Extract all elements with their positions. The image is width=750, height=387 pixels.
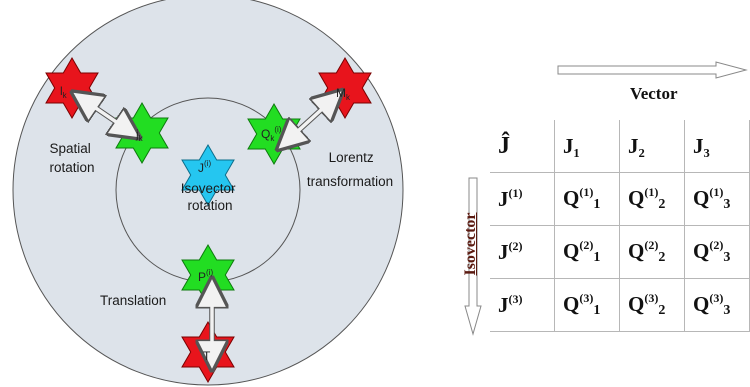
transformation-diagram: lk Mk jk Qk(i) J(i) P(i) T Spatial rotat…	[12, 0, 404, 386]
isovector-label: Isovector	[462, 212, 479, 276]
matrix-row: J(3) Q(3)1 Q(3)2 Q(3)3	[490, 278, 750, 332]
translation-label: Translation	[100, 293, 166, 308]
arrow-lk-jk-fill	[83, 98, 129, 132]
star-jk-label: jk	[135, 127, 144, 143]
matrix-cell: Q(2)3	[684, 225, 750, 279]
matrix-cell: Q(1)2	[619, 172, 685, 226]
isovector-arrow	[464, 177, 482, 336]
star-qk-label: Qk(i)	[261, 125, 282, 143]
matrix-row-label: J(3)	[490, 278, 555, 332]
matrix-row: J(2) Q(2)1 Q(2)2 Q(2)3	[490, 225, 750, 279]
isovector-vector-matrix: Ĵ J₁ J₂ J₃ J(1) Q(1)1 Q(1)2 Q(1)3 J(2) Q…	[490, 120, 750, 332]
matrix-cell: Q(3)2	[619, 278, 685, 332]
arrow-mk-qk-fill	[286, 98, 334, 142]
matrix-row: J(1) Q(1)1 Q(1)2 Q(1)3	[490, 172, 750, 226]
matrix-row-label: J(1)	[490, 172, 555, 226]
matrix-cell: Q(3)1	[554, 278, 620, 332]
matrix-cell: Q(1)1	[554, 172, 620, 226]
spatial-rotation-label: Spatial rotation	[49, 141, 94, 175]
matrix-header-cell: J₂	[619, 120, 685, 173]
matrix-corner-cell: Ĵ	[490, 120, 555, 173]
matrix-header-row: Ĵ J₁ J₂ J₃	[490, 120, 750, 173]
star-t-label: T	[203, 349, 211, 363]
matrix-header-cell: J₃	[684, 120, 750, 173]
star-mk-label: Mk	[336, 86, 351, 102]
matrix-cell: Q(3)3	[684, 278, 750, 332]
vector-arrow	[557, 61, 748, 79]
lorentz-transformation-label: Lorentz transformation	[307, 150, 393, 189]
star-ji-label: J(i)	[198, 159, 211, 175]
star-lk-label: lk	[60, 84, 68, 100]
matrix-header-cell: J₁	[554, 120, 620, 173]
isovector-rotation-label: Isovector rotation	[181, 181, 240, 213]
matrix-cell: Q(2)2	[619, 225, 685, 279]
matrix-row-label: J(2)	[490, 225, 555, 279]
star-ji	[181, 144, 235, 206]
vector-label: Vector	[630, 84, 678, 103]
matrix-cell: Q(1)3	[684, 172, 750, 226]
matrix-panel: Vector Isovector Ĵ J₁ J₂ J₃ J(1) Q(1)1 Q…	[460, 0, 750, 387]
star-pi-label: P(i)	[198, 268, 213, 284]
matrix-cell: Q(2)1	[554, 225, 620, 279]
